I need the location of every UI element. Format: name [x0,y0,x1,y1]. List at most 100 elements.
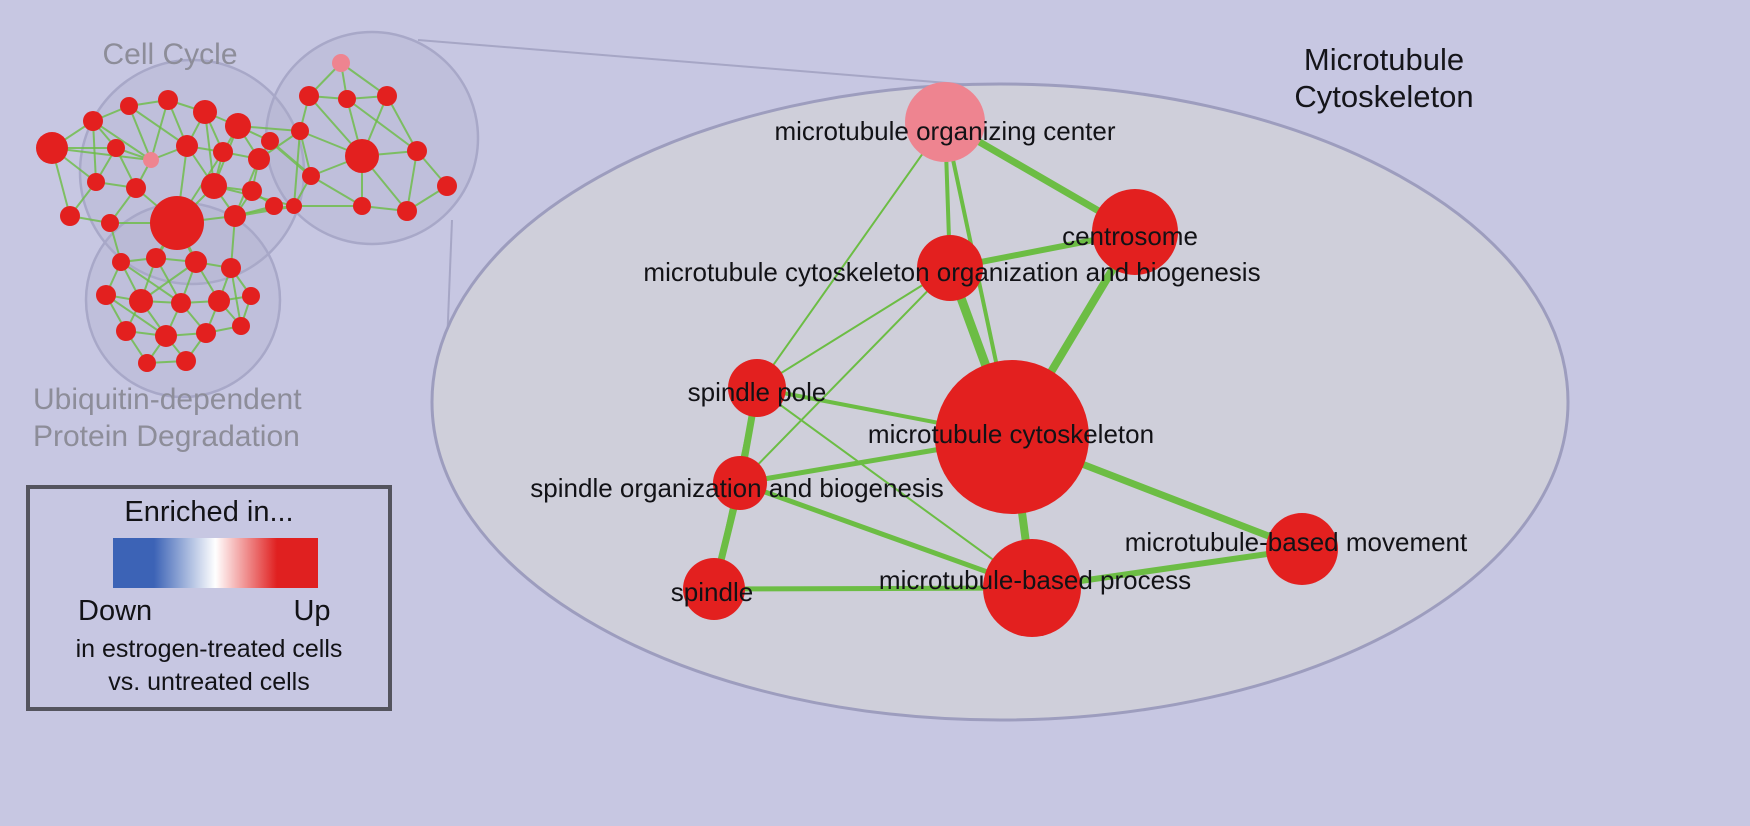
mini-node [377,86,397,106]
mini-edge [92,120,97,183]
mini-edge [51,147,152,161]
mini-node [232,317,250,335]
mini-edge [386,95,418,152]
detail-labels: microtubule organizing center centrosome m… [530,116,1468,607]
mini-node [96,285,116,305]
mini-node [332,54,350,72]
mini-node [201,173,227,199]
mini-node [397,201,417,221]
node-mbm [1266,513,1338,585]
mini-node [176,135,198,157]
node-label-moc: microtubule organizing center [774,116,1115,146]
mini-node [83,111,103,131]
edge-spindle-mbp [711,585,1035,592]
mini-node [60,206,80,226]
mini-node [155,325,177,347]
microtubule-cytoskeleton-title-line1: Microtubule [1304,42,1464,77]
legend: Enriched in... Down Up in estrogen-treat… [26,485,392,711]
mini-node [107,139,125,157]
node-spindle [683,558,745,620]
node-label-mcob: microtubule cytoskeleton organization an… [643,257,1260,287]
mini-node [242,287,260,305]
mini-node [87,173,105,191]
mini-node [171,293,191,313]
node-mbp [983,539,1081,637]
mini-node [299,86,319,106]
legend-gradient-bar [113,538,318,588]
mini-node [112,253,130,271]
node-label-centrosome: centrosome [1062,221,1198,251]
mini-node [265,197,283,215]
mini-node [138,354,156,372]
mini-node [126,178,146,198]
mini-edge [128,105,152,161]
mini-node [225,113,251,139]
node-label-mc: microtubule cytoskeleton [868,419,1154,449]
mini-edge [406,150,418,212]
mini-node [291,122,309,140]
mini-node [242,181,262,201]
microtubule-cytoskeleton-title-line2: Cytoskeleton [1294,79,1473,114]
mini-node [248,148,270,170]
legend-up-label: Up [293,595,330,627]
node-mc [935,360,1089,514]
mini-node [224,205,246,227]
mini-node [286,198,302,214]
mini-edge [310,175,363,207]
mini-node [213,142,233,162]
node-moc [905,82,985,162]
mini-node [196,323,216,343]
mini-node [36,132,68,164]
cell-cycle-label: Cell Cycle [102,38,237,71]
mini-node [146,248,166,268]
node-mcob [917,235,983,301]
edge-mcob-so [739,267,951,484]
edge-so-mbp [737,480,1035,591]
mini-node [120,97,138,115]
mini-node [221,258,241,278]
mini-node [437,176,457,196]
edge-spindle-pole-mbp [756,387,1033,589]
ubiquitin-label-line2: Protein Degradation [33,420,300,453]
node-label-mbp: microtubule-based process [879,565,1191,595]
mini-edge [120,261,182,304]
mini-edge [150,99,169,161]
mini-edge [128,105,188,147]
mini-node [158,90,178,110]
mini-node [261,132,279,150]
legend-subtitle-line1: in estrogen-treated cells [76,635,343,663]
mini-node [302,167,320,185]
node-so [713,456,767,510]
ubiquitin-label-line1: Ubiquitin-dependent [33,383,302,416]
mini-node [129,289,153,313]
mini-edge [293,130,301,207]
legend-down-label: Down [78,595,152,627]
node-centrosome [1092,189,1178,275]
node-label-spindle: spindle [671,577,753,607]
node-label-mbm: microtubule-based movement [1125,527,1468,557]
node-label-so: spindle organization and biogenesis [530,473,943,503]
edge-mcob-spindle-pole [756,267,951,389]
legend-box [26,485,392,711]
mini-node [143,152,159,168]
mini-node [338,90,356,108]
mini-node [185,251,207,273]
mini-node [193,100,217,124]
mini-edge [346,98,418,152]
mini-edge [92,120,152,161]
mini-node [407,141,427,161]
node-label-spindle-pole: spindle pole [688,377,827,407]
legend-title: Enriched in... [124,496,293,528]
mini-node [353,197,371,215]
mini-node [116,321,136,341]
mini-node [150,196,204,250]
mini-edge [105,294,167,337]
mini-node [101,214,119,232]
mini-node [176,351,196,371]
detail-nodes [683,82,1338,637]
mini-node [208,290,230,312]
overview-nodes [36,54,457,372]
mini-node [345,139,379,173]
node-spindle-pole [728,359,786,417]
